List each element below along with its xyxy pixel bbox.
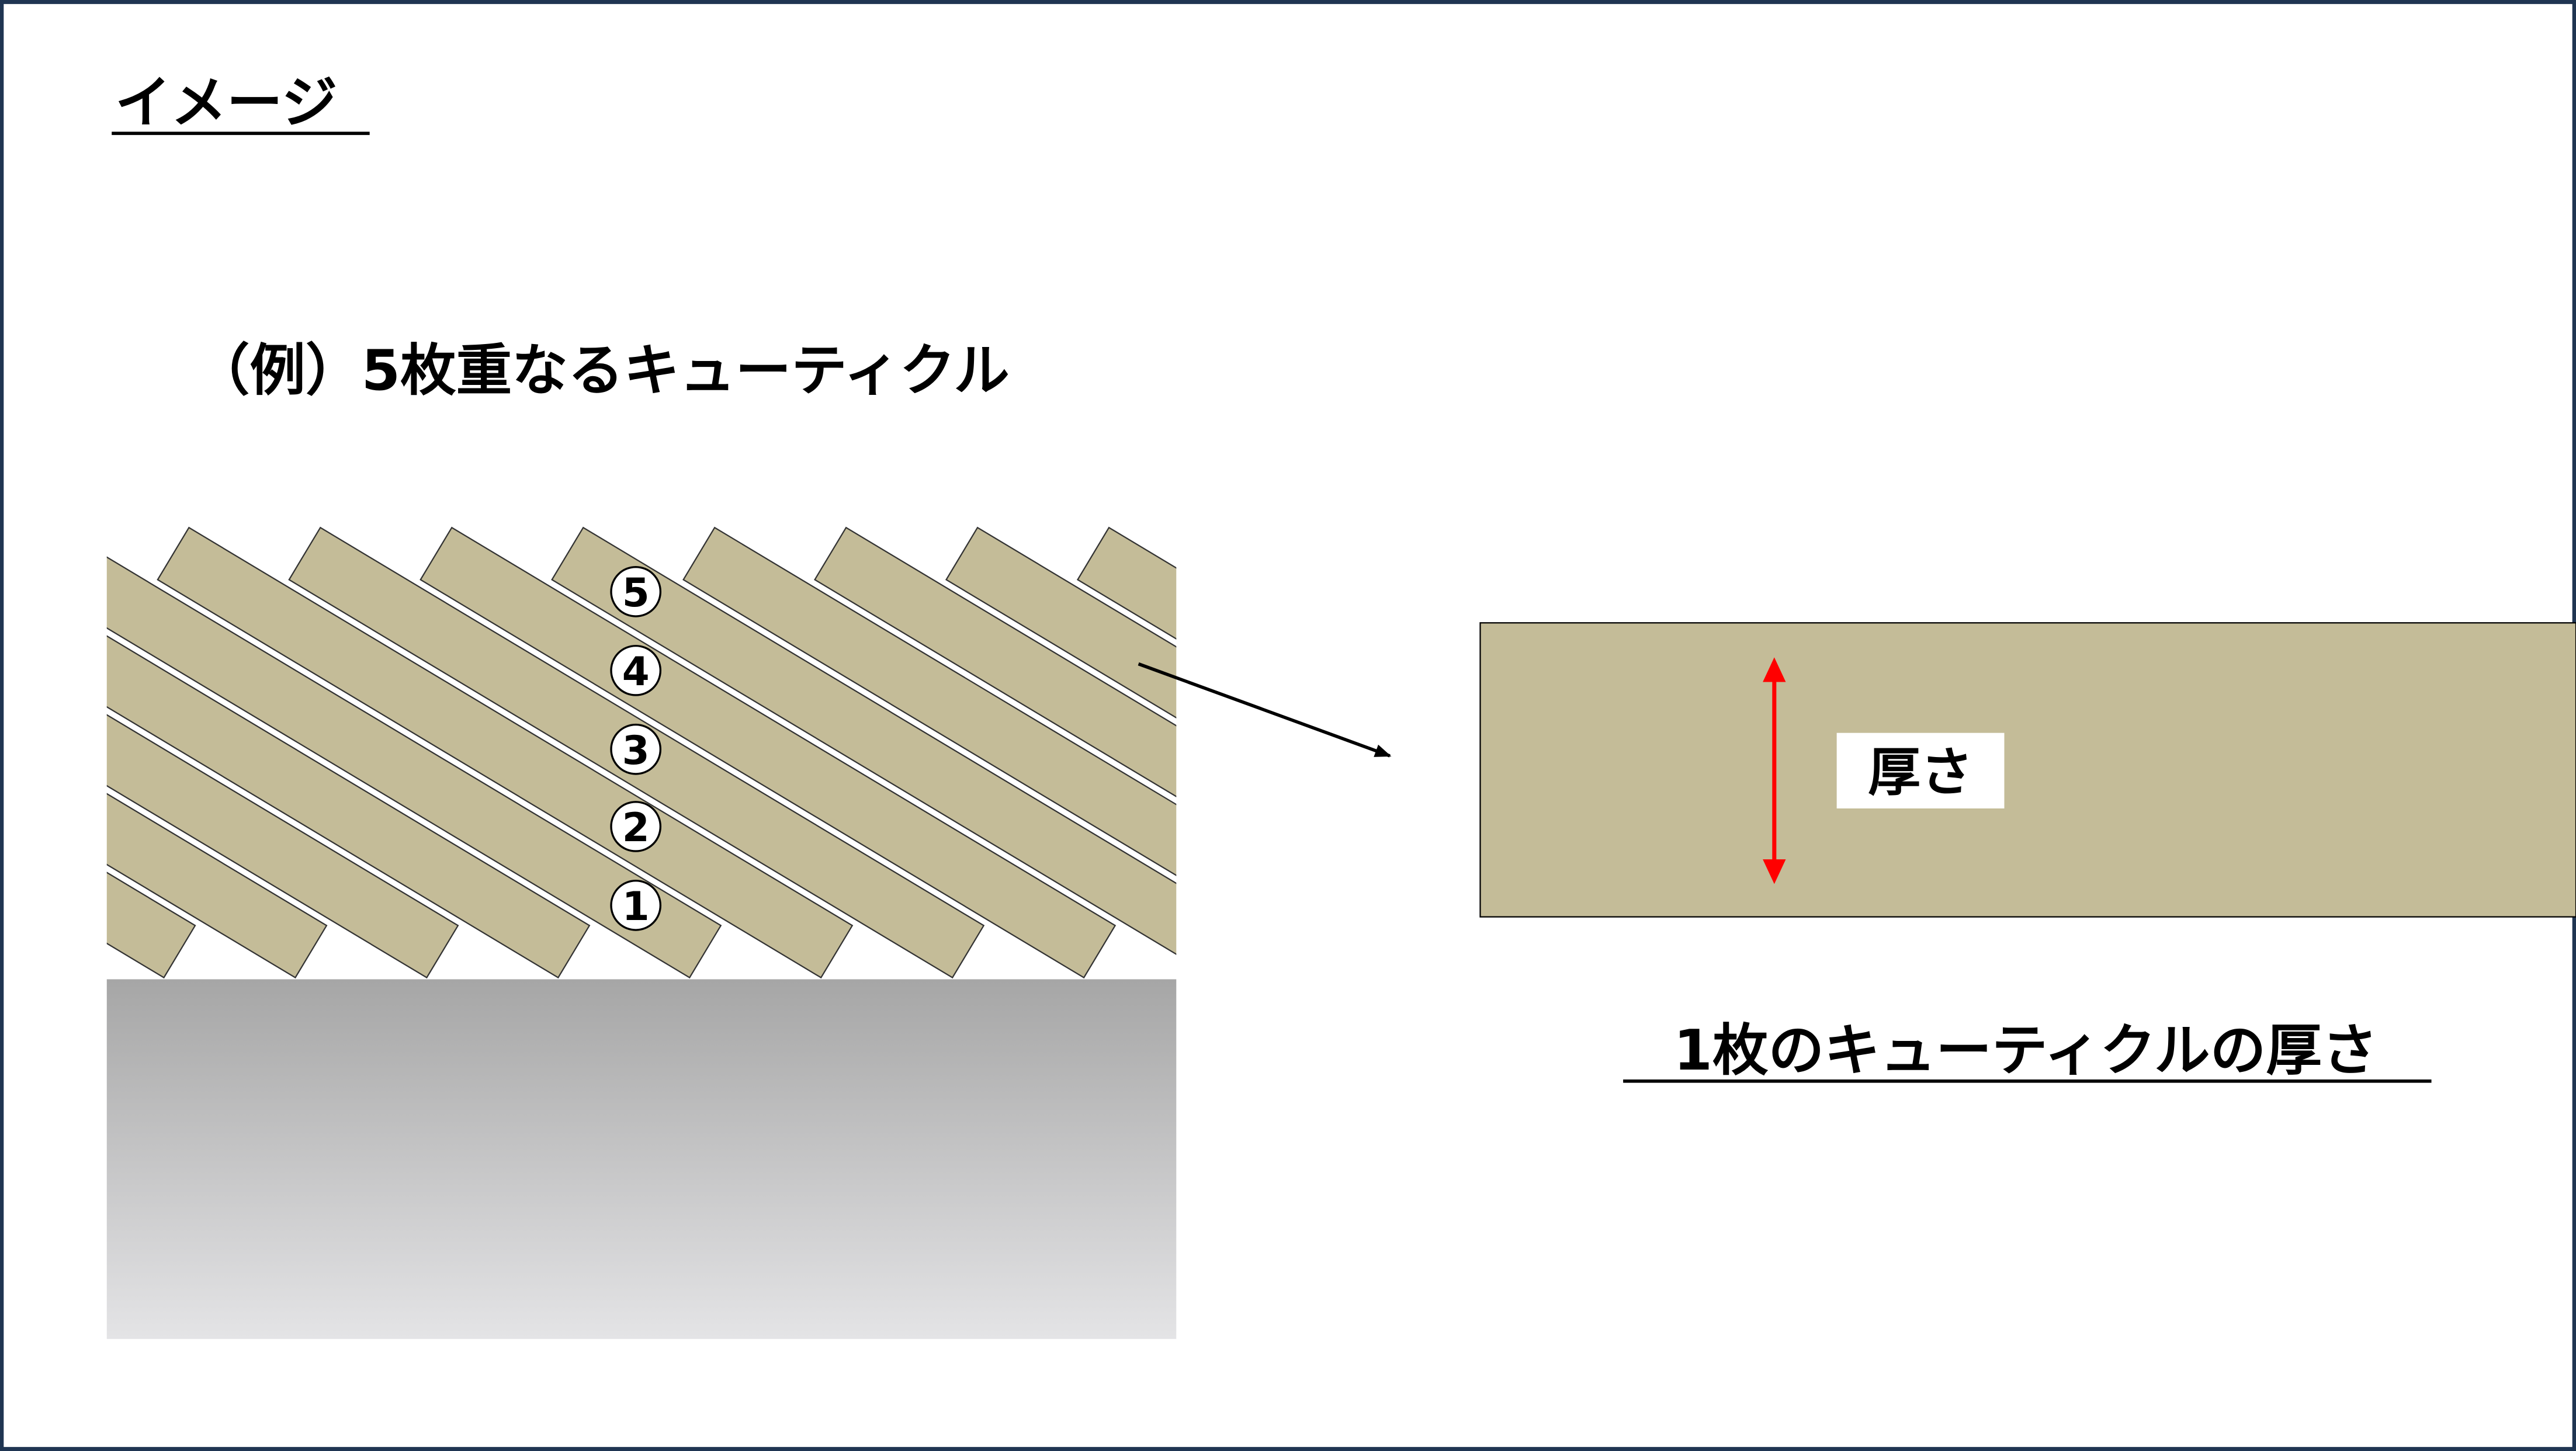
layer-label: 1 bbox=[622, 883, 650, 929]
cuticle-strip bbox=[682, 526, 1177, 876]
cuticle-strip bbox=[551, 526, 1177, 955]
caption: 1枚のキューティクルの厚さ bbox=[1674, 1018, 2378, 1083]
cuticle-strip bbox=[814, 526, 1177, 797]
cuticle-strip bbox=[419, 526, 1117, 979]
cuticle-strip bbox=[106, 635, 591, 979]
substrate-block bbox=[106, 979, 1177, 1339]
thickness-arrow bbox=[1763, 657, 1786, 884]
layer-label: 4 bbox=[622, 648, 650, 695]
cuticle-layers bbox=[106, 526, 1177, 979]
pointer-arrow bbox=[1138, 662, 1392, 758]
layer-label: 2 bbox=[622, 804, 650, 851]
cuticle-strip bbox=[106, 556, 722, 979]
cuticle-strip bbox=[106, 872, 196, 979]
layer-number-labels: 5 4 3 2 1 bbox=[610, 565, 662, 931]
thickness-label: 厚さ bbox=[1868, 742, 1973, 803]
layer-label-circle bbox=[610, 880, 662, 931]
slide-title: イメージ bbox=[115, 70, 337, 136]
layer-label: 5 bbox=[622, 570, 650, 616]
cuticle-strip bbox=[1076, 526, 1177, 640]
layer-label-circle bbox=[610, 723, 662, 775]
layer-label: 3 bbox=[622, 727, 650, 773]
single-cuticle-block bbox=[1479, 622, 2576, 918]
cuticle-strip bbox=[945, 526, 1177, 718]
thickness-label-box bbox=[1836, 733, 2005, 808]
cuticle-strip bbox=[106, 793, 328, 979]
cuticle-strip bbox=[157, 526, 854, 979]
layer-label-circle bbox=[610, 565, 662, 617]
layer-label-circle bbox=[610, 801, 662, 852]
layer-label-circle bbox=[610, 644, 662, 696]
example-heading: （例）5枚重なるキューティクル bbox=[194, 338, 1010, 403]
cuticle-strip bbox=[106, 714, 459, 979]
